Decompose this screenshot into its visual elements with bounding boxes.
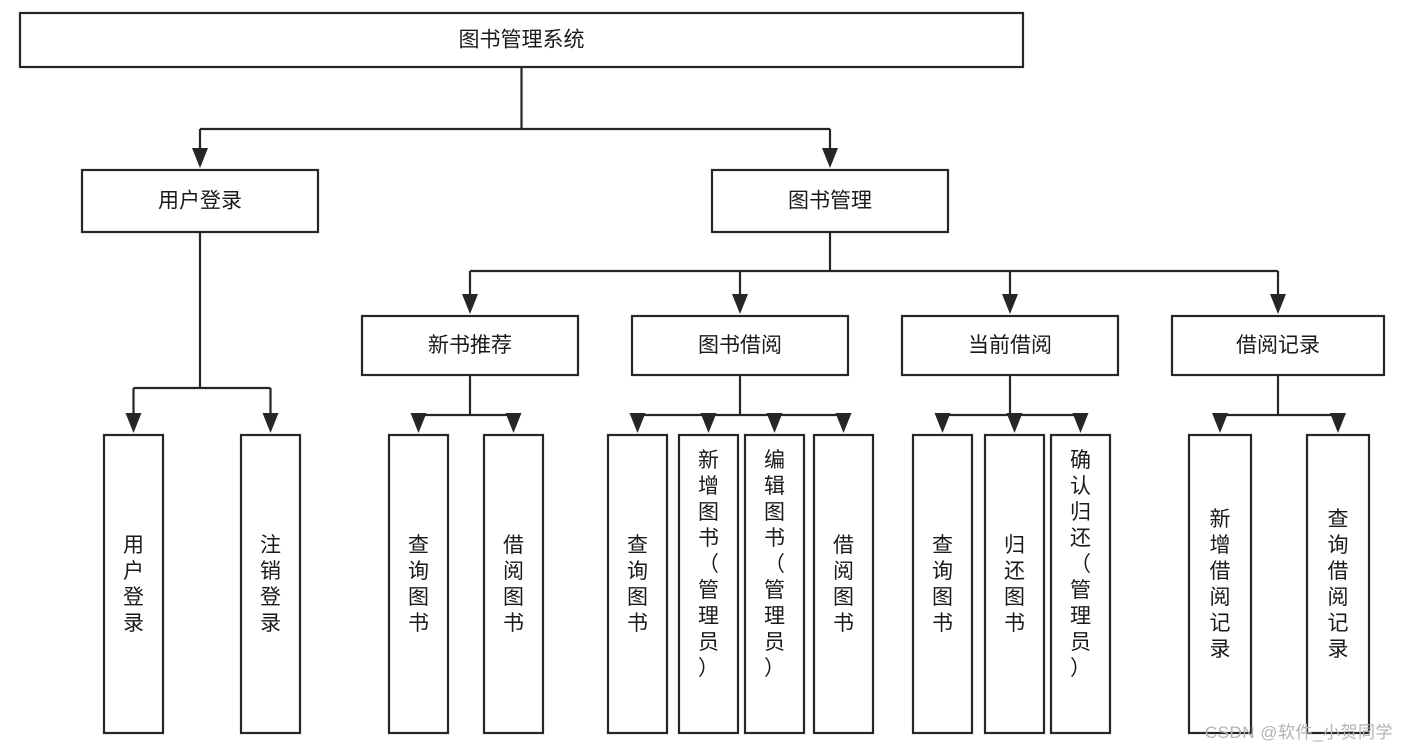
node-label: 注销登录 [260, 534, 281, 635]
node-label: 归还图书 [1004, 534, 1025, 635]
arrow-head-icon [262, 413, 279, 433]
node-label: 用户登录 [123, 534, 144, 635]
arrow-head-icon [505, 413, 522, 433]
leaf-node-9[interactable]: 归还图书 [983, 433, 1046, 735]
arrow-head-icon [835, 413, 852, 433]
arrow-head-icon [1002, 294, 1018, 314]
leaf-node-1[interactable]: 注销登录 [239, 433, 302, 735]
node-label: 当前借阅 [968, 334, 1052, 357]
node-layer: 图书管理系统用户登录图书管理新书推荐图书借阅当前借阅借阅记录用户登录注销登录查询… [18, 11, 1386, 735]
arrow-head-icon [732, 294, 748, 314]
arrow-head-icon [1212, 413, 1228, 433]
connector-layer [125, 67, 1346, 433]
node-label: 图书管理 [788, 190, 872, 213]
leaf-node-5[interactable]: 新增图书（管理员） [677, 433, 740, 735]
node-label: 查询图书 [408, 534, 429, 635]
arrow-head-icon [1006, 413, 1023, 433]
arrow-head-icon [934, 413, 951, 433]
node-label: 借阅记录 [1236, 334, 1320, 357]
arrow-head-icon [1270, 294, 1286, 314]
leaf-node-12[interactable]: 查询借阅记录 [1305, 433, 1371, 735]
node-label: 新书推荐 [428, 334, 512, 357]
leaf-node-10[interactable]: 确认归还（管理员） [1049, 433, 1112, 735]
root-node-book-management-system[interactable]: 图书管理系统 [18, 11, 1025, 69]
leaf-node-11[interactable]: 新增借阅记录 [1187, 433, 1253, 735]
node-label: 查询借阅记录 [1328, 508, 1349, 661]
node-label: 查询图书 [932, 534, 953, 635]
node-label: 用户登录 [158, 190, 242, 213]
leaf-node-3[interactable]: 借阅图书 [482, 433, 545, 735]
level2-node-0[interactable]: 用户登录 [80, 168, 320, 234]
arrow-head-icon [700, 413, 717, 433]
node-label: 新增图书（管理员） [698, 449, 719, 680]
leaf-node-0[interactable]: 用户登录 [102, 433, 165, 735]
level3-node-2[interactable]: 当前借阅 [900, 314, 1120, 377]
arrow-head-icon [192, 148, 208, 168]
arrow-head-icon [410, 413, 427, 433]
arrow-head-icon [125, 413, 142, 433]
node-label: 确认归还（管理员） [1070, 449, 1091, 680]
level2-node-1[interactable]: 图书管理 [710, 168, 950, 234]
node-label: 新增借阅记录 [1210, 508, 1231, 661]
arrow-head-icon [462, 294, 478, 314]
leaf-node-2[interactable]: 查询图书 [387, 433, 450, 735]
node-label: 图书借阅 [698, 334, 782, 357]
node-label: 图书管理系统 [459, 29, 585, 52]
node-label: 借阅图书 [503, 534, 524, 635]
leaf-node-7[interactable]: 借阅图书 [812, 433, 875, 735]
node-label: 查询图书 [627, 534, 648, 635]
level3-node-0[interactable]: 新书推荐 [360, 314, 580, 377]
leaf-node-4[interactable]: 查询图书 [606, 433, 669, 735]
csdn-watermark: CSDN @软件_小贺同学 [1204, 723, 1393, 742]
leaf-node-8[interactable]: 查询图书 [911, 433, 974, 735]
arrow-head-icon [1330, 413, 1346, 433]
level3-node-3[interactable]: 借阅记录 [1170, 314, 1386, 377]
arrow-head-icon [629, 413, 646, 433]
leaf-node-6[interactable]: 编辑图书（管理员） [743, 433, 806, 735]
level3-node-1[interactable]: 图书借阅 [630, 314, 850, 377]
arrow-head-icon [822, 148, 838, 168]
arrow-head-icon [1072, 413, 1089, 433]
node-label: 编辑图书（管理员） [764, 449, 785, 680]
arrow-head-icon [766, 413, 783, 433]
node-label: 借阅图书 [833, 534, 854, 635]
